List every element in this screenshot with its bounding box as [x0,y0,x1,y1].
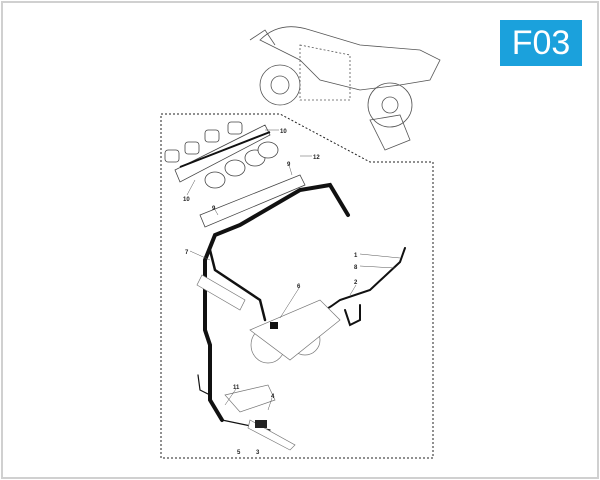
detail-boundary [160,113,434,459]
callout-7: 7 [185,250,189,256]
wiring-harness [197,182,406,431]
callout-4: 4 [271,394,275,400]
callout-9-lower: 9 [212,206,216,212]
engine-components [196,274,341,451]
callout-12: 12 [313,155,320,161]
callout-3: 3 [256,450,260,456]
motorcycle-overview [249,26,441,151]
callout-5: 5 [237,450,241,456]
callout-10-upper: 10 [280,129,287,135]
callout-6: 6 [297,284,301,290]
throttle-bodies [199,141,306,228]
relay-connector [255,420,267,428]
callout-2: 2 [354,280,358,286]
callout-11: 11 [233,385,240,391]
callout-10-lower: 10 [183,197,190,203]
ignition-coils [164,121,271,183]
connector [270,322,278,329]
figure-code-badge: F03 [500,20,582,66]
callout-9-upper: 9 [287,162,291,168]
leader-lines [186,129,401,411]
callout-8: 8 [354,265,358,271]
callout-1: 1 [354,253,358,259]
